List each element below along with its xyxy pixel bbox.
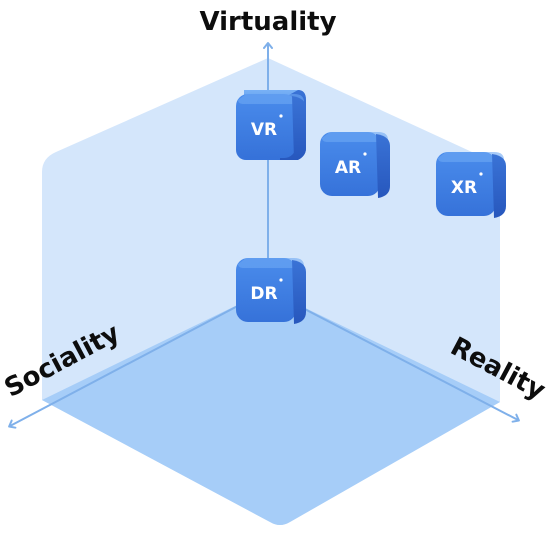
sociality-axis xyxy=(8,289,269,429)
dr-cube: DR xyxy=(236,258,306,324)
virtuality-label: Virtuality xyxy=(199,7,336,37)
vr-cube-label: VR xyxy=(251,120,277,140)
xr-cube-label: XR xyxy=(451,178,477,198)
dr-sparkle-icon xyxy=(279,278,283,282)
dr-cube-label: DR xyxy=(250,284,277,304)
ar-cube-label: AR xyxy=(335,158,361,178)
ar-sparkle-icon xyxy=(363,152,367,156)
reality-axis xyxy=(267,289,520,423)
ar-cube: AR xyxy=(320,132,390,198)
vr-sparkle-icon xyxy=(279,114,283,118)
xr-sparkle-icon xyxy=(479,172,483,176)
vr-cube: VR xyxy=(236,90,306,160)
xr-cube: XR xyxy=(436,152,506,218)
